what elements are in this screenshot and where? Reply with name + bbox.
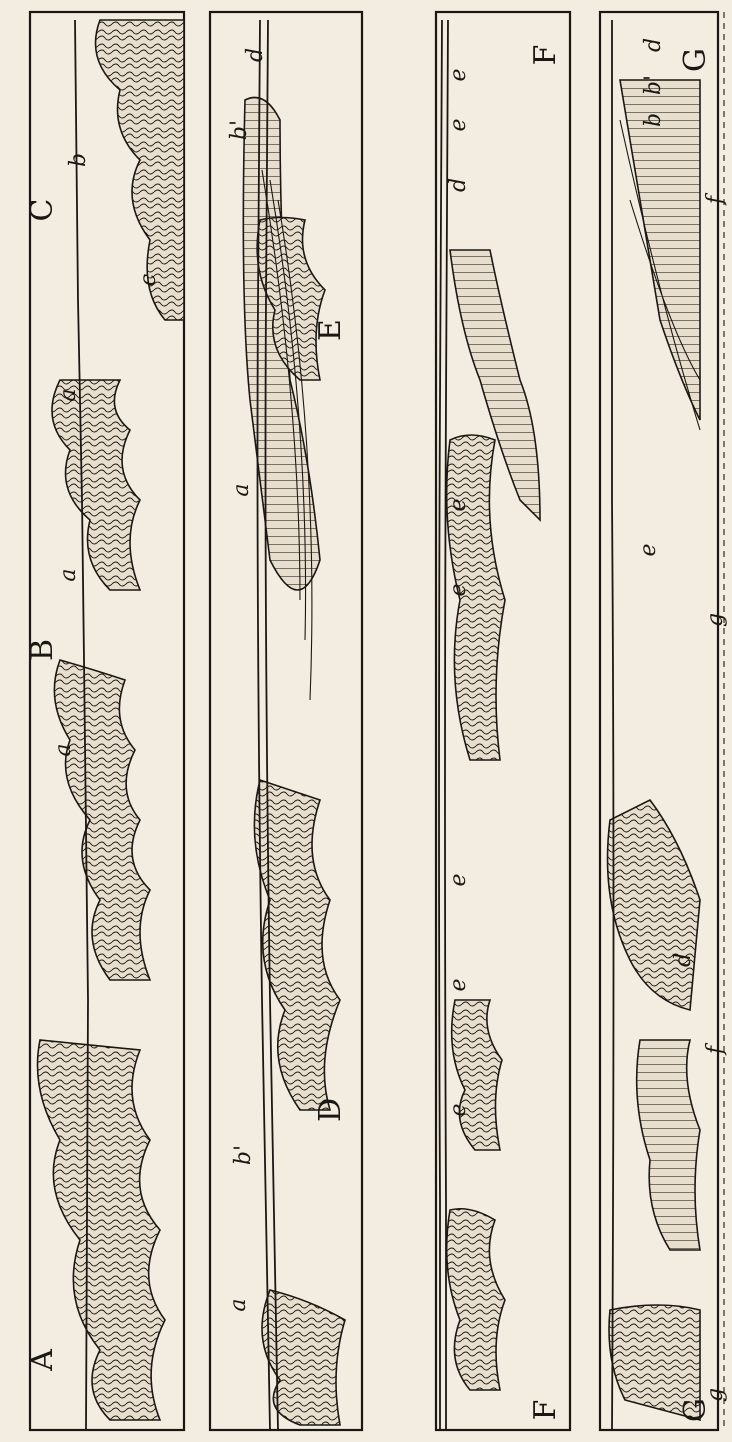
- strip-3-rock-1: [447, 1209, 505, 1390]
- label-b-2: b: [641, 113, 666, 127]
- label-e-2: e: [446, 978, 471, 991]
- label-G-2: G: [678, 48, 713, 72]
- label-E: E: [313, 319, 348, 341]
- label-a-5: a: [229, 483, 254, 496]
- label-a-3: a: [56, 388, 81, 401]
- label-b-prime-3: b': [641, 75, 666, 95]
- label-d-3: d: [671, 953, 696, 967]
- label-e-6: e: [446, 118, 471, 131]
- label-F-1: F: [528, 1400, 563, 1421]
- scale-label-f-2: f: [703, 192, 728, 206]
- label-a-1: a: [51, 743, 76, 756]
- label-b-prime-2: b': [227, 120, 252, 140]
- strip-1-rock-3: [54, 660, 150, 980]
- section-strip-4: G G d e b b' d: [600, 12, 718, 1430]
- label-e-1: e: [446, 1103, 471, 1116]
- label-d-1: d: [243, 48, 268, 62]
- section-strip-2: D E a b' a b' d: [210, 12, 362, 1430]
- label-b: b: [66, 153, 91, 167]
- strip-4-rock-3: [608, 800, 701, 1010]
- label-B: B: [25, 639, 60, 661]
- strip-3-rock-2: [452, 1000, 502, 1150]
- scale-label-g-1: g: [703, 1388, 728, 1402]
- label-a-2: a: [56, 568, 81, 581]
- strip-4-surface: [612, 20, 614, 1430]
- label-e-8: e: [636, 543, 661, 556]
- label-d-4: d: [641, 38, 666, 52]
- label-a-4: a: [226, 1298, 251, 1311]
- strip-1-rock-2: [52, 380, 140, 590]
- scale-label-f-1: f: [703, 1042, 728, 1056]
- label-A: A: [25, 1349, 60, 1372]
- section-strip-3: F F e e e e e d e e: [436, 12, 570, 1430]
- scale-label-g-2: g: [703, 613, 728, 627]
- strip-2-rock-1: [262, 1290, 345, 1425]
- strip-4-rock-4: [620, 80, 700, 420]
- label-d-2: d: [446, 178, 471, 192]
- label-F-2: F: [528, 45, 563, 66]
- label-e-4: e: [446, 583, 471, 596]
- strip-4-rock-2: [637, 1040, 700, 1250]
- label-e-3: e: [446, 873, 471, 886]
- label-C: C: [25, 199, 60, 222]
- label-e-5: e: [446, 498, 471, 511]
- label-D: D: [313, 1098, 348, 1122]
- label-b-prime-1: b': [231, 1145, 256, 1165]
- label-e-7: e: [446, 68, 471, 81]
- label-c: c: [136, 274, 161, 286]
- scale-line: g f g f: [703, 12, 728, 1430]
- strip-3-surface-1: [445, 20, 448, 1430]
- section-strip-1: A B C a a a b c: [25, 12, 184, 1430]
- strip-3-surface-2: [439, 20, 442, 1430]
